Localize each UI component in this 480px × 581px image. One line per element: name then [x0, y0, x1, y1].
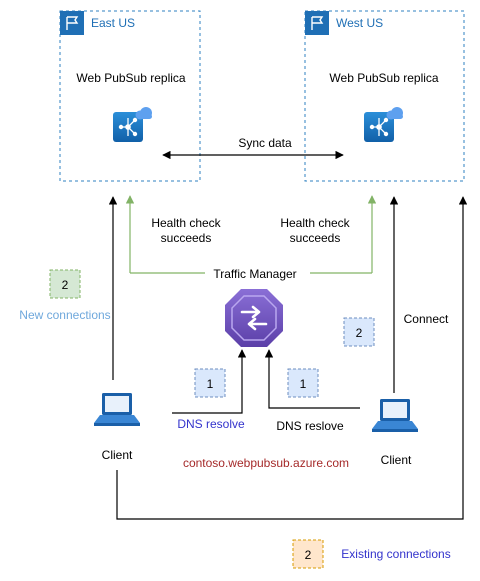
badge-blue-right-number: 2: [356, 326, 363, 340]
replica-label-west: Web PubSub replica: [329, 71, 439, 85]
replica-label-east: Web PubSub replica: [76, 71, 186, 85]
badge-blue-right: 2: [343, 317, 375, 347]
badge-orange-number: 2: [305, 548, 312, 562]
region-east-us: East US Web PubSub replica: [59, 10, 201, 182]
badge-orange: 2: [292, 539, 324, 569]
web-pubsub-icon: [364, 107, 403, 142]
badge-dns-right: 1: [287, 368, 319, 398]
sync-data-label: Sync data: [238, 136, 292, 150]
dns-resolve-left-arrow: [172, 349, 247, 414]
sync-data-connector: Sync data: [162, 136, 344, 160]
badge-dns-left-number: 1: [207, 377, 214, 391]
health-check-left-line1: Health check: [151, 216, 221, 230]
new-connections-label: New connections: [19, 308, 110, 322]
health-check-right-line2: succeeds: [290, 231, 341, 245]
laptop-icon: [94, 393, 140, 426]
badge-green-number: 2: [62, 278, 69, 292]
dns-resolve-right-arrow: [264, 349, 360, 409]
region-title-east: East US: [91, 16, 135, 30]
domain-label: contoso.webpubsub.azure.com: [183, 456, 349, 470]
region-title-west: West US: [336, 16, 383, 30]
health-check-arrows: [125, 195, 377, 274]
existing-connection-arrow: [116, 196, 468, 520]
dns-resolve-right-label: DNS reslove: [276, 419, 344, 433]
badge-dns-left: 1: [194, 368, 226, 398]
region-west-us: West US Web PubSub replica: [304, 10, 465, 182]
client-left-label: Client: [102, 448, 133, 462]
traffic-manager-icon: [225, 289, 283, 347]
laptop-icon: [372, 399, 418, 432]
badge-dns-right-number: 1: [300, 377, 307, 391]
connect-label: Connect: [404, 312, 449, 326]
flag-icon: [60, 11, 84, 35]
dns-resolve-left-label: DNS resolve: [177, 417, 245, 431]
flag-icon: [305, 11, 329, 35]
existing-connections-label: Existing connections: [341, 547, 450, 561]
web-pubsub-icon: [113, 107, 152, 142]
client-right-label: Client: [381, 453, 412, 467]
traffic-manager-label: Traffic Manager: [213, 267, 296, 281]
badge-green: 2: [49, 269, 81, 299]
health-check-left-line2: succeeds: [161, 231, 212, 245]
health-check-right-line1: Health check: [280, 216, 350, 230]
